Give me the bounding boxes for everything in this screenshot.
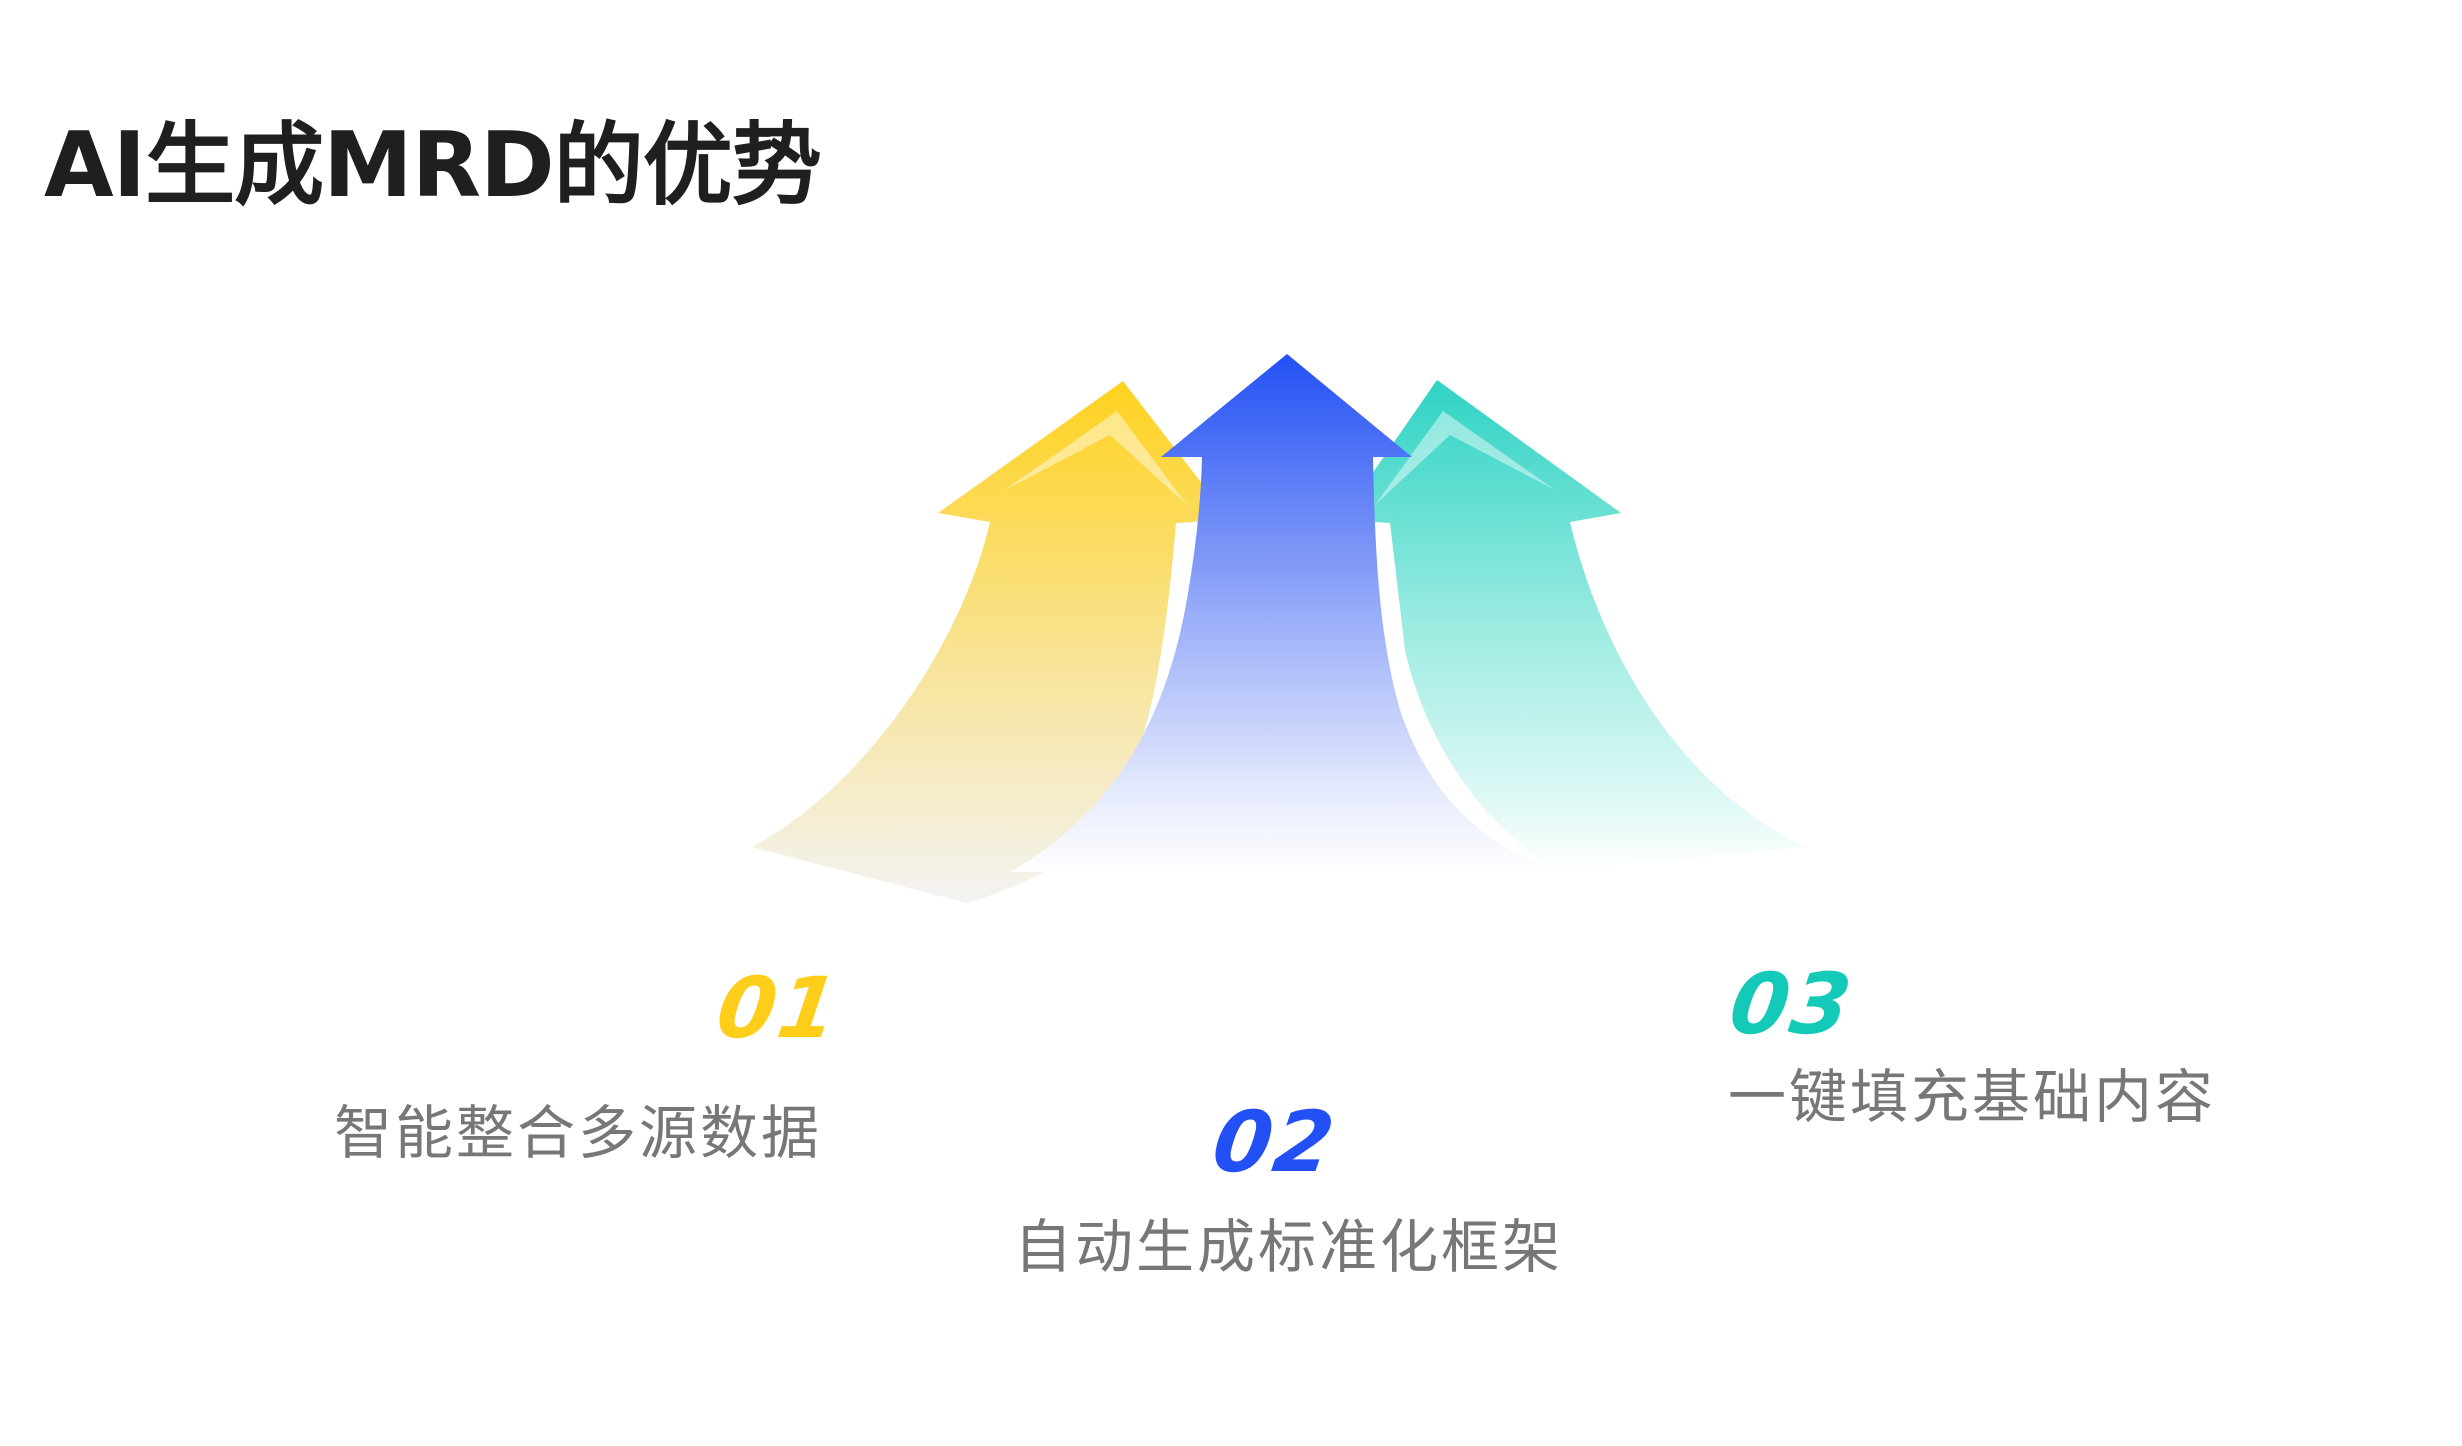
yellow-arrow: [752, 381, 1230, 903]
item-label-01: 智能整合多源数据: [334, 1099, 823, 1167]
page-title: AI生成MRD的优势: [44, 113, 822, 218]
item-number-01: 01: [711, 959, 846, 1057]
item-label-03: 一键填充基础内容: [1728, 1063, 2217, 1131]
blue-arrow: [1010, 354, 1560, 872]
teal-arrow: [1340, 380, 1807, 870]
item-label-02: 自动生成标准化框架: [1014, 1213, 1564, 1281]
item-number-03: 03: [1724, 955, 1859, 1053]
item-number-02: 02: [1207, 1093, 1342, 1191]
